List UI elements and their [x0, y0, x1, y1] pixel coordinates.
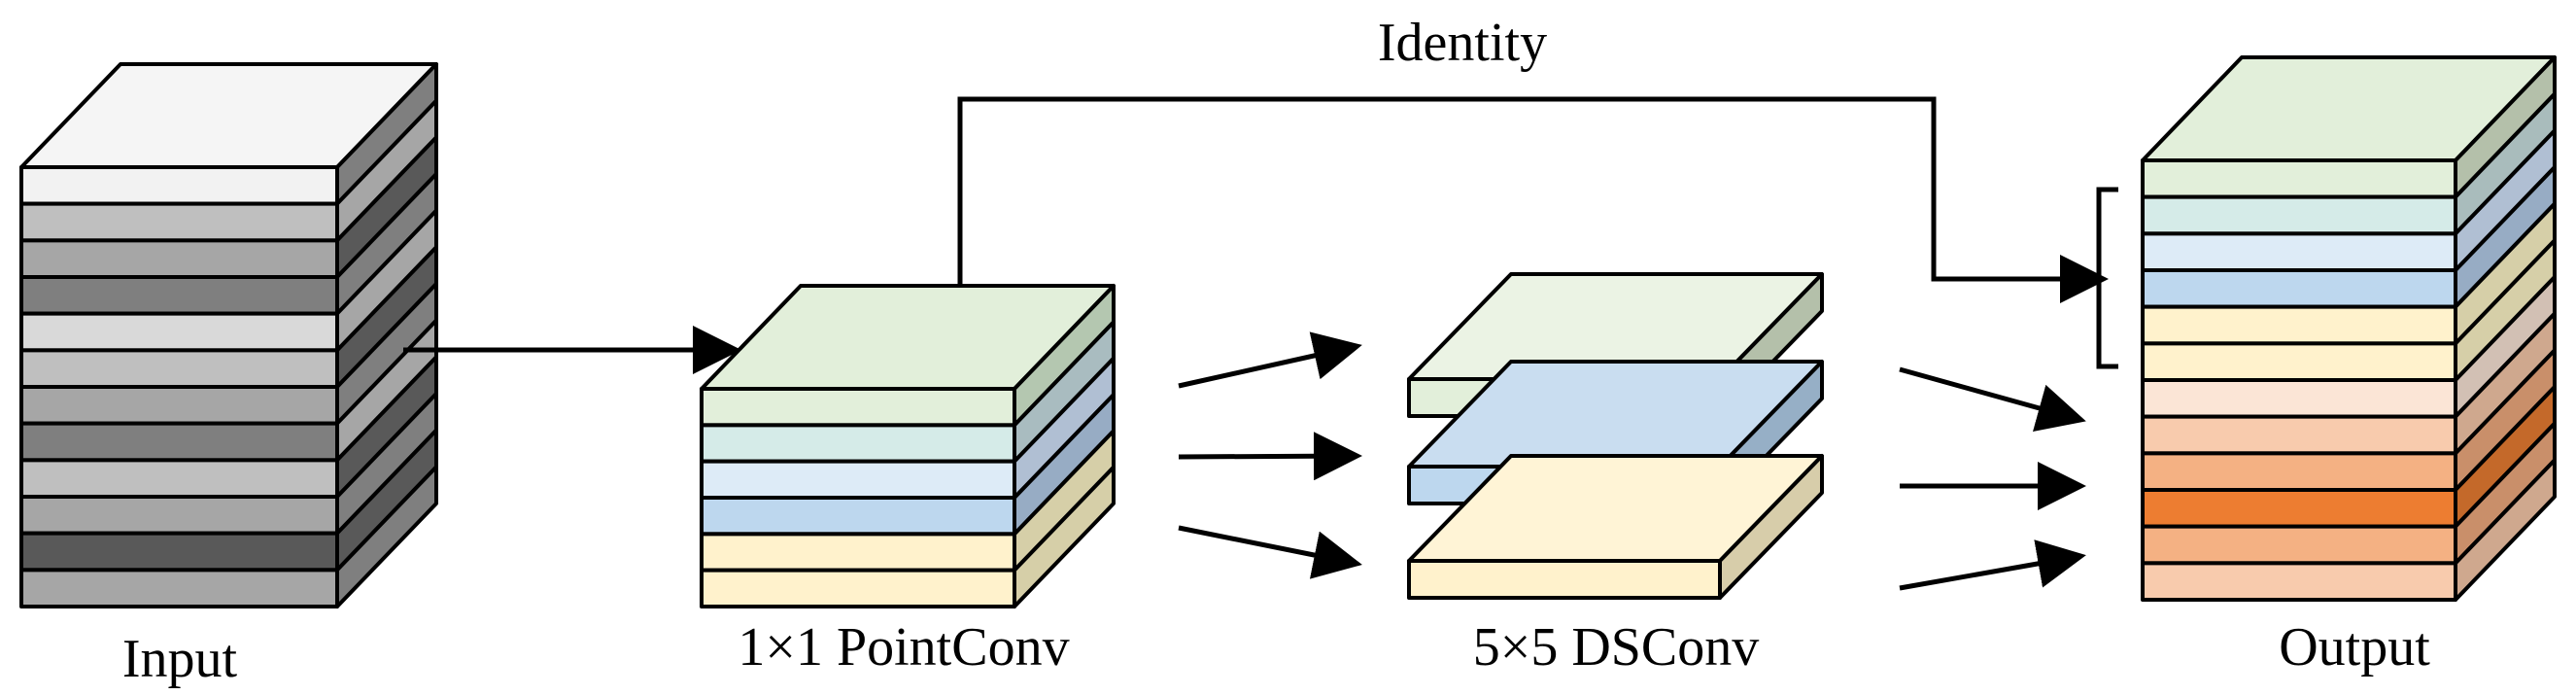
output-feature-block: [2141, 55, 2557, 602]
output-layer-front: [2141, 378, 2457, 419]
pointconv-feature-block: [700, 284, 1116, 608]
input-feature-block: [19, 62, 438, 608]
input-layer-front: [19, 421, 339, 463]
pointconv-to-dsconv-arrow-1: [1178, 331, 1362, 389]
output-layer-front: [2141, 451, 2457, 492]
input-layer-front: [19, 348, 339, 389]
input-layer-front: [19, 568, 339, 608]
pointconv-to-dsconv-arrow-3: [1178, 525, 1362, 579]
output-layer-front: [2141, 561, 2457, 602]
pointconv-layer-front: [700, 387, 1016, 428]
input-layer-front: [19, 311, 339, 353]
pointconv-layer-front: [700, 423, 1016, 464]
dsconv-slab-3-side: [1718, 454, 1824, 600]
pointconv-layer-front: [700, 496, 1016, 537]
output-layer-front: [2141, 304, 2457, 346]
output-layer-front: [2141, 194, 2457, 236]
input-layer-front: [19, 531, 339, 573]
output-layer-front: [2141, 158, 2457, 199]
identity-skip-connection: [957, 96, 2109, 303]
input-layer-front: [19, 495, 339, 536]
output-layer-front: [2141, 231, 2457, 272]
output-layer-front: [2141, 414, 2457, 456]
dsconv-slab-3-front: [1407, 559, 1722, 600]
input-layer-front: [19, 238, 339, 279]
output-layer-front: [2141, 488, 2457, 529]
dsconv-label: 5×5 DSConv: [1473, 617, 1760, 678]
input-layer-front: [19, 201, 339, 243]
dsconv-to-output-arrow-3: [1899, 539, 2086, 591]
output-layer-side: [2454, 458, 2557, 602]
output-layer-front: [2141, 268, 2457, 309]
pointconv-layer-side: [1013, 465, 1116, 608]
pointconv-to-dsconv-arrow-2: [1178, 432, 1362, 481]
input-layer-side: [335, 465, 438, 608]
output-label: Output: [2279, 617, 2430, 678]
dsconv-feature-block: [1407, 272, 1824, 600]
output-layer-front: [2141, 341, 2457, 382]
input-layer-front: [19, 165, 339, 206]
input-layer-front: [19, 385, 339, 426]
input-layer-front: [19, 275, 339, 316]
output-bracket: [2096, 187, 2118, 369]
dsconv-to-output-arrow-1: [1899, 366, 2086, 433]
input-label: Input: [122, 629, 238, 689]
pointconv-label: 1×1 PointConv: [738, 617, 1069, 678]
output-layer-front: [2141, 524, 2457, 566]
pointconv-layer-front: [700, 568, 1016, 608]
pointconv-layer-front: [700, 459, 1016, 500]
identity-label: Identity: [1378, 13, 1547, 73]
input-layer-front: [19, 458, 339, 499]
pointconv-layer-front: [700, 532, 1016, 573]
